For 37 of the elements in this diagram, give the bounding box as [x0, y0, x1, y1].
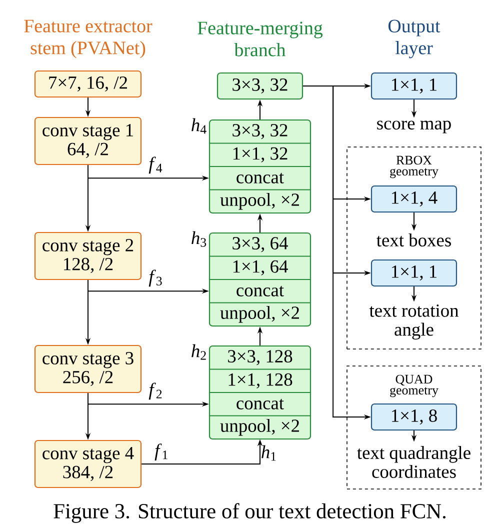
layer-row: 1×1, 64: [233, 260, 288, 276]
layer-row: 1×1, 128: [228, 373, 292, 388]
layer-row: concat: [236, 172, 284, 184]
output-box: 1×1, 1: [370, 259, 458, 287]
output-box: 1×1, 8: [370, 403, 458, 431]
layer-box: conv stage 2 128, /2: [34, 232, 142, 280]
layer-box: 3×3, 32: [216, 72, 304, 100]
layer-row: concat: [236, 286, 284, 296]
edge-label: f$_{2}$: [148, 382, 162, 400]
feature-label: h$_{1}$: [262, 445, 276, 461]
layer-row: unpool, ×2: [220, 306, 299, 323]
edge-label: f$_{3}$: [148, 270, 162, 287]
feature-label: h$_{3}$: [192, 231, 206, 247]
layer-box: conv stage 3 256, /2: [34, 344, 142, 394]
layer-row: 3×3, 128: [228, 350, 292, 366]
column-heading: Feature-merging branch: [198, 22, 323, 56]
output-label: text boxes: [376, 234, 451, 246]
output-label: text quadrangle coordinates: [357, 446, 470, 478]
layer-box: 7×7, 16, /2: [34, 70, 142, 98]
layer-row: concat: [236, 398, 284, 410]
layer-box: conv stage 1 64, /2: [34, 116, 142, 166]
output-box: 1×1, 4: [370, 185, 458, 213]
feature-label: h$_{2}$: [192, 344, 206, 360]
layer-row: unpool, ×2: [220, 419, 299, 436]
edge-label: f$_{1}$: [154, 444, 168, 460]
output-label: score map: [377, 120, 451, 134]
column-heading: Feature extractor stem (PVANet): [24, 20, 152, 58]
layer-box: conv stage 4 384, /2: [34, 440, 142, 488]
output-box: 1×1, 1: [370, 72, 458, 100]
feature-label: h$_{4}$: [192, 118, 206, 134]
layer-row: unpool, ×2: [220, 193, 299, 210]
layer-row: 3×3, 64: [232, 237, 288, 252]
edge-label: f$_{4}$: [148, 156, 162, 174]
caption: Figure 3. Structure of our text detection FCN.: [54, 503, 446, 523]
output-label: text rotation angle: [369, 304, 459, 340]
layer-row: 1×1, 32: [233, 147, 288, 162]
layer-row: 3×3, 32: [232, 124, 288, 140]
